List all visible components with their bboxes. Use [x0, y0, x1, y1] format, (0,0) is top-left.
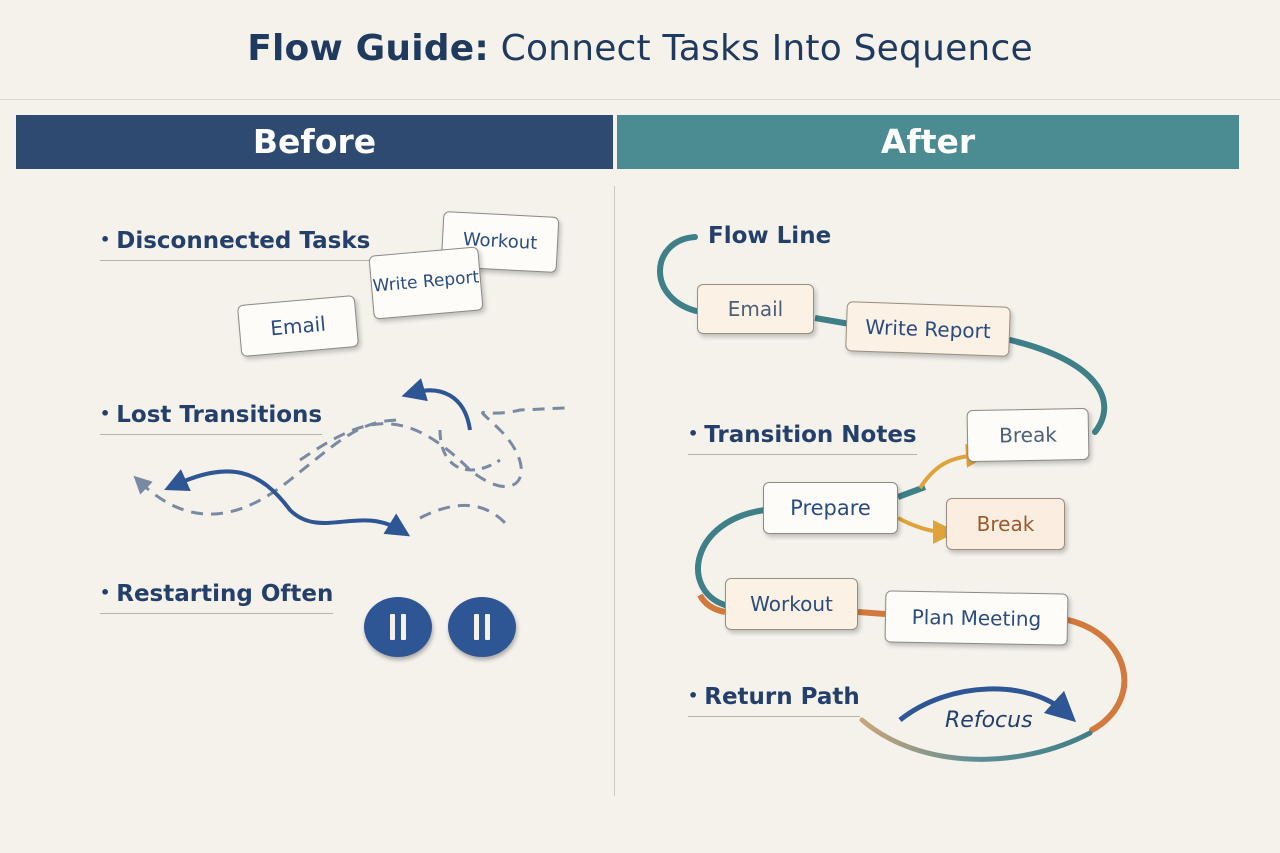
flow-line-orange-mid	[857, 609, 886, 617]
card-write-report-before: Write Report	[368, 246, 484, 320]
bullet-disconnected-tasks: • Disconnected Tasks	[100, 228, 371, 261]
bullet-return-path: • Return Path	[688, 684, 860, 717]
blue-arrow-swoop	[164, 469, 411, 537]
gold-arrow-down	[897, 516, 957, 544]
dashed-swirl-3	[419, 503, 510, 527]
bullet-dot: •	[688, 686, 699, 705]
flow-line-top	[814, 315, 851, 327]
bullet-label: Disconnected Tasks	[116, 228, 371, 254]
return-path-arrow	[898, 686, 1077, 723]
card-prepare: Prepare	[763, 482, 898, 534]
bullet-label: Transition Notes	[704, 422, 917, 448]
dashed-loop	[438, 429, 501, 472]
flow-line-mid	[695, 507, 768, 608]
bullet-label: Return Path	[704, 684, 860, 710]
flow-line-prepare	[896, 484, 927, 500]
bullet-dot: •	[100, 230, 111, 249]
bullet-flow-line: Flow Line	[708, 223, 831, 255]
bullet-label: Lost Transitions	[116, 402, 323, 428]
bullet-dot: •	[688, 424, 699, 443]
flow-line-orange-left	[697, 593, 726, 615]
card-email-before: Email	[236, 294, 360, 358]
bullet-dot: •	[100, 404, 111, 423]
column-divider	[614, 186, 615, 796]
title-strong: Flow Guide:	[247, 28, 489, 69]
flow-line-orange-right	[1065, 617, 1128, 733]
title-divider	[0, 99, 1280, 100]
card-break-bottom: Break	[946, 498, 1065, 550]
bullet-label: Flow Line	[708, 223, 832, 249]
bullet-restarting-often: • Restarting Often	[100, 581, 334, 614]
card-break-top: Break	[966, 407, 1090, 463]
after-banner: After	[617, 115, 1239, 169]
blue-arrow-up	[401, 378, 472, 431]
title-light: Connect Tasks Into Sequence	[500, 28, 1033, 69]
bullet-transition-notes: • Transition Notes	[688, 422, 917, 455]
bullet-dot: •	[100, 583, 111, 602]
before-banner: Before	[16, 115, 613, 169]
page-title: Flow Guide: Connect Tasks Into Sequence	[0, 28, 1280, 69]
dashed-swirl-2	[299, 406, 566, 489]
pause-icon	[448, 597, 516, 657]
card-write-report-after: Write Report	[845, 301, 1011, 357]
card-plan-meeting: Plan Meeting	[884, 590, 1069, 646]
flow-line-start	[657, 234, 703, 315]
card-workout-after: Workout	[725, 578, 858, 630]
flow-line-curve	[1007, 337, 1108, 435]
bullet-lost-transitions: • Lost Transitions	[100, 402, 323, 435]
return-path-base	[859, 717, 1093, 762]
pause-icon	[364, 597, 432, 657]
refocus-label: Refocus	[945, 708, 1033, 733]
card-email-after: Email	[697, 284, 814, 334]
bullet-label: Restarting Often	[116, 581, 334, 607]
